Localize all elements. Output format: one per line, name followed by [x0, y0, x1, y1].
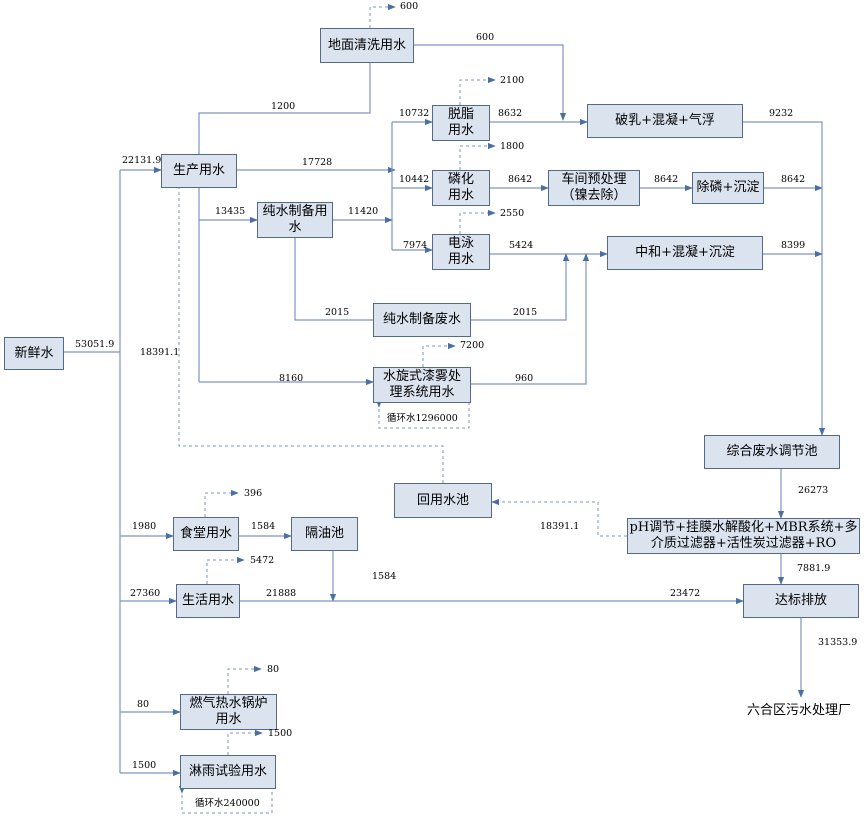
flow-connector — [471, 253, 590, 385]
node-equalization-tank: 综合废水调节池 — [704, 435, 840, 469]
label-flow: 9232 — [769, 108, 794, 119]
label-flow: 18391.1 — [540, 521, 580, 532]
label-flow: 17728 — [302, 157, 333, 168]
label-flow: 8642 — [781, 174, 806, 185]
label-flow: 10732 — [399, 108, 430, 119]
label-flow: 11420 — [348, 206, 379, 217]
label-flow: 80 — [267, 664, 280, 675]
node-boiler-water: 燃气热水锅炉 用水 — [180, 694, 277, 730]
label-flow: 80 — [137, 699, 150, 710]
label-flow: 22131.9 — [122, 155, 162, 166]
label-circulation: 循环水1296000 — [387, 413, 458, 424]
node-floor-cleaning: 地面清洗用水 — [320, 28, 414, 63]
label-flow: 2015 — [513, 307, 538, 318]
node-treatment-system: pH调节+挂膜水解酸化+MBR系统+多 介质过滤器+活性炭过滤器+RO — [627, 518, 860, 554]
label-flow: 1200 — [271, 101, 296, 112]
label-flow: 1584 — [251, 521, 276, 532]
label-flow: 5472 — [250, 555, 275, 566]
flow-connector — [422, 342, 456, 367]
flow-connector — [198, 63, 371, 154]
label-flow: 960 — [515, 373, 534, 384]
node-discharge: 达标排放 — [743, 584, 859, 618]
node-sewage-plant: 六合区污水处理厂 — [746, 703, 851, 718]
flow-connector — [459, 142, 496, 170]
flow-connector — [206, 556, 245, 584]
label-flow: 10442 — [399, 174, 430, 185]
flow-connector — [227, 729, 263, 755]
node-degreasing: 脱脂 用水 — [432, 105, 490, 141]
node-rain-test-water: 淋雨试验用水 — [180, 755, 276, 789]
label-flow: 8632 — [498, 108, 523, 119]
node-fresh-water: 新鲜水 — [4, 337, 64, 370]
label-flow: 13435 — [215, 206, 246, 217]
node-phosphorus-removal: 除磷+沉淀 — [692, 172, 764, 204]
label-circulation: 循环水240000 — [195, 798, 260, 809]
label-flow: 1500 — [132, 760, 157, 771]
flow-connector — [491, 498, 627, 537]
label-flow: 8160 — [279, 373, 304, 384]
label-flow: 2015 — [325, 307, 350, 318]
label-flow: 8642 — [508, 174, 533, 185]
node-production-water: 生产用水 — [161, 154, 237, 188]
label-flow: 7200 — [460, 340, 485, 351]
flow-connector — [743, 121, 826, 436]
label-flow: 26273 — [798, 485, 829, 496]
node-pure-water-waste: 纯水制备废水 — [373, 303, 471, 337]
flow-connector — [181, 789, 273, 814]
flow-connector — [459, 76, 496, 105]
flow-connector — [414, 44, 567, 121]
label-flow: 31353.9 — [818, 637, 858, 648]
label-flow: 2100 — [500, 75, 525, 86]
node-neutralization: 中和+混凝+沉淀 — [607, 236, 763, 270]
label-flow: 27360 — [130, 588, 161, 599]
node-reuse-tank: 回用水池 — [394, 483, 492, 518]
node-electrophoresis: 电泳 用水 — [432, 234, 490, 270]
label-flow: 8399 — [781, 240, 806, 251]
label-flow: 8642 — [654, 174, 679, 185]
label-flow: 53051.9 — [75, 339, 115, 350]
node-workshop-pretreatment: 车间预处理 （镍去除） — [548, 170, 640, 206]
node-phosphating: 磷化 用水 — [432, 170, 490, 206]
node-demulsification: 破乳+混凝+气浮 — [587, 104, 743, 138]
label-flow: 5424 — [509, 240, 534, 251]
flow-connector — [369, 3, 396, 28]
label-flow: 23472 — [670, 588, 701, 599]
node-oil-separator: 隔油池 — [291, 517, 358, 551]
flow-connector — [175, 159, 444, 483]
flow-connector — [471, 253, 570, 321]
flow-connector — [378, 403, 470, 429]
flow-connector — [204, 489, 239, 517]
label-flow: 7974 — [403, 240, 428, 251]
node-domestic-water: 生活用水 — [176, 584, 240, 618]
label-flow: 600 — [400, 1, 419, 12]
label-flow: 600 — [476, 32, 495, 43]
label-flow: 1800 — [500, 141, 525, 152]
label-flow: 7881.9 — [797, 563, 831, 574]
label-flow: 1500 — [268, 728, 293, 739]
flow-connector — [459, 209, 496, 234]
node-pure-water-prep: 纯水制备用 水 — [257, 202, 333, 238]
node-canteen-water: 食堂用水 — [173, 517, 239, 551]
label-flow: 18391.1 — [140, 347, 180, 358]
label-flow: 2550 — [500, 208, 525, 219]
flow-connector — [294, 238, 373, 321]
flow-connector — [227, 665, 262, 694]
label-flow: 396 — [244, 488, 263, 499]
label-flow: 21888 — [266, 588, 297, 599]
node-spray-booth-water: 水旋式漆雾处 理系统用水 — [373, 367, 471, 403]
label-flow: 1584 — [372, 571, 397, 582]
label-flow: 1980 — [132, 521, 157, 532]
